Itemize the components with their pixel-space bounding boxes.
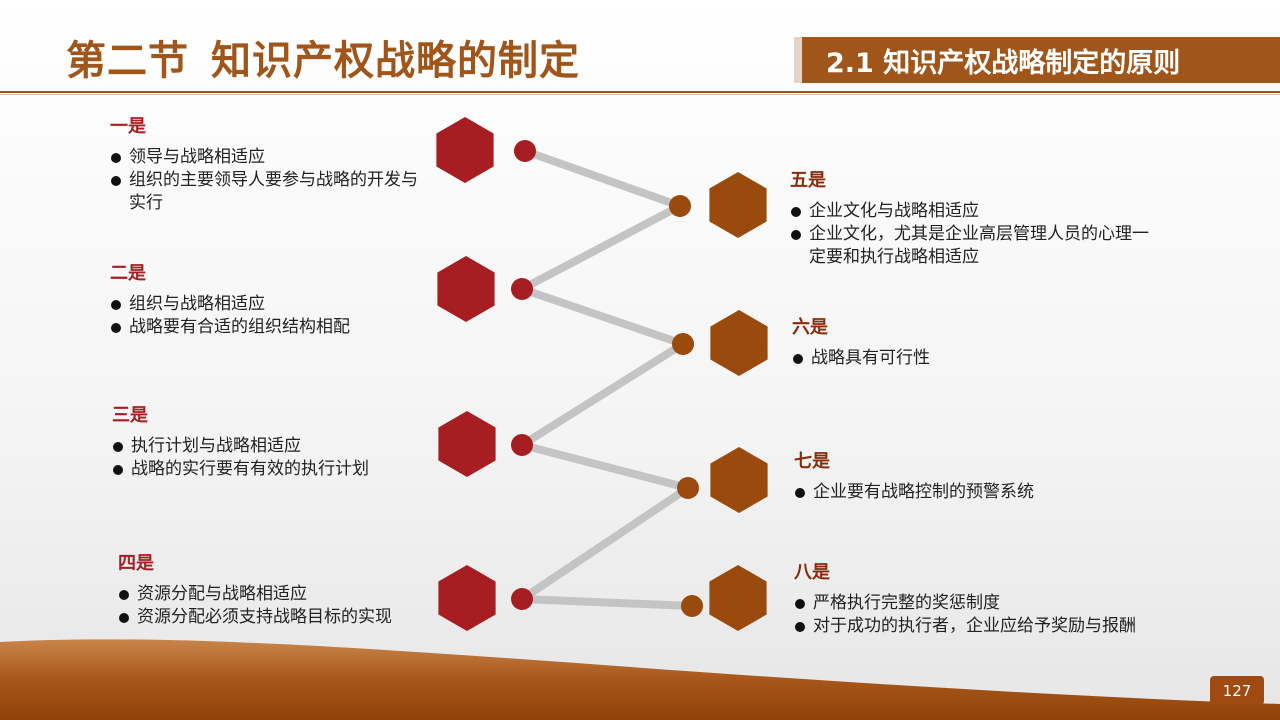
bullet-item: 企业文化与战略相适应 (790, 200, 1150, 223)
bullet-item: 战略的实行要有有效的执行计划 (112, 458, 424, 481)
node-dot-left-3 (511, 434, 533, 456)
header-divider-thin (0, 94, 1280, 95)
section-number: 第二节 (66, 38, 189, 84)
principle-group-6: 六是 战略具有可行性 (792, 317, 1152, 370)
bullet-item: 严格执行完整的奖惩制度 (794, 592, 1178, 615)
page-number: 127 (1222, 681, 1252, 700)
section-title: 知识产权战略的制定 (211, 38, 580, 84)
principle-points: 领导与战略相适应 组织的主要领导人要参与战略的开发与实行 (110, 146, 422, 215)
node-dot-left-4 (511, 588, 533, 610)
connector-segment (518, 340, 687, 449)
bullet-item: 资源分配与战略相适应 (118, 583, 430, 606)
zigzag-connector (518, 147, 696, 610)
principle-points: 企业文化与战略相适应 企业文化，尤其是企业高层管理人员的心理一定要和执行战略相适… (790, 200, 1150, 269)
principle-group-8: 八是 严格执行完整的奖惩制度 对于成功的执行者，企业应给予奖励与报酬 (794, 562, 1178, 638)
principle-points: 严格执行完整的奖惩制度 对于成功的执行者，企业应给予奖励与报酬 (794, 592, 1178, 638)
connector-segment (518, 441, 692, 492)
principle-group-5: 五是 企业文化与战略相适应 企业文化，尤其是企业高层管理人员的心理一定要和执行战… (790, 170, 1150, 269)
hexagon-right-7 (710, 447, 768, 513)
connector-segment (518, 285, 687, 348)
connector-segment (521, 147, 684, 210)
principle-group-3: 三是 执行计划与战略相适应 战略的实行要有有效的执行计划 (112, 405, 424, 481)
bullet-item: 企业要有战略控制的预警系统 (794, 481, 1154, 504)
node-dot-right-8 (681, 595, 703, 617)
principle-heading: 七是 (794, 451, 830, 472)
node-dot-right-7 (677, 477, 699, 499)
principle-points: 资源分配与战略相适应 资源分配必须支持战略目标的实现 (118, 583, 430, 629)
hexagon-left-2 (437, 256, 495, 322)
principle-group-2: 二是 组织与战略相适应 战略要有合适的组织结构相配 (110, 263, 422, 339)
hexagon-group (436, 117, 768, 631)
principle-heading: 八是 (794, 562, 830, 583)
node-dot-left-2 (511, 278, 533, 300)
principle-group-4: 四是 资源分配与战略相适应 资源分配必须支持战略目标的实现 (118, 553, 430, 629)
bullet-item: 战略具有可行性 (792, 347, 1152, 370)
subtitle-banner: 2.1 知识产权战略制定的原则 (794, 37, 1280, 83)
hexagon-right-8 (709, 565, 767, 631)
principle-points: 战略具有可行性 (792, 347, 1152, 370)
bullet-item: 企业文化，尤其是企业高层管理人员的心理一定要和执行战略相适应 (790, 223, 1150, 269)
bullet-item: 战略要有合适的组织结构相配 (110, 316, 422, 339)
bullet-item: 对于成功的执行者，企业应给予奖励与报酬 (794, 615, 1178, 638)
footer-wave (0, 639, 1280, 720)
node-dot-right-6 (672, 333, 694, 355)
principle-group-1: 一是 领导与战略相适应 组织的主要领导人要参与战略的开发与实行 (110, 116, 422, 215)
principle-points: 组织与战略相适应 战略要有合适的组织结构相配 (110, 293, 422, 339)
bullet-item: 组织的主要领导人要参与战略的开发与实行 (110, 169, 422, 215)
hexagon-right-5 (709, 172, 767, 238)
connector-segment (518, 202, 684, 293)
bullet-item: 组织与战略相适应 (110, 293, 422, 316)
principle-points: 执行计划与战略相适应 战略的实行要有有效的执行计划 (112, 435, 424, 481)
principle-heading: 二是 (110, 263, 146, 284)
page-title: 第二节知识产权战略的制定 (66, 28, 580, 86)
node-dot-group (511, 140, 703, 617)
page-number-badge: 127 (1210, 676, 1264, 705)
header-divider (0, 91, 1280, 93)
hexagon-left-4 (438, 565, 496, 631)
hexagon-right-6 (710, 310, 768, 376)
bullet-item: 领导与战略相适应 (110, 146, 422, 169)
principle-heading: 六是 (792, 317, 828, 338)
bullet-item: 执行计划与战略相适应 (112, 435, 424, 458)
node-dot-right-5 (669, 195, 691, 217)
principle-heading: 五是 (790, 170, 826, 191)
hexagon-left-3 (438, 411, 496, 477)
subtitle-text: 2.1 知识产权战略制定的原则 (826, 47, 1181, 79)
connector-segment (518, 595, 696, 610)
principle-heading: 三是 (112, 405, 148, 426)
principle-heading: 四是 (118, 553, 154, 574)
principle-group-7: 七是 企业要有战略控制的预警系统 (794, 451, 1154, 504)
principle-heading: 一是 (110, 116, 146, 137)
hexagon-left-1 (436, 117, 494, 183)
node-dot-left-1 (514, 140, 536, 162)
principle-points: 企业要有战略控制的预警系统 (794, 481, 1154, 504)
connector-segment (518, 484, 692, 603)
bullet-item: 资源分配必须支持战略目标的实现 (118, 606, 430, 629)
